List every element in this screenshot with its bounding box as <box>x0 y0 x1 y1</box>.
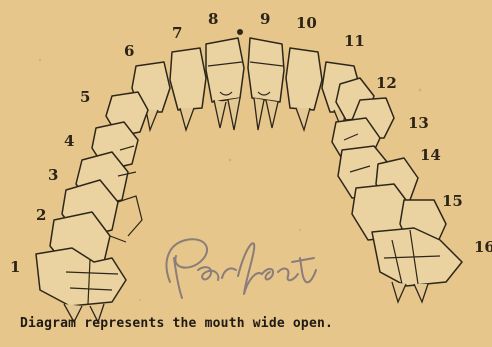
handwritten-perfect <box>167 239 316 298</box>
front-teeth <box>132 38 360 130</box>
tooth-number-15: 15 <box>442 192 463 210</box>
right-side-teeth <box>332 78 462 302</box>
tooth-number-5: 5 <box>80 88 90 106</box>
tooth-number-1: 1 <box>10 258 20 276</box>
tooth-number-12: 12 <box>376 74 397 92</box>
tooth-number-3: 3 <box>48 166 58 184</box>
tooth-number-13: 13 <box>408 114 429 132</box>
diagram-caption: Diagram represents the mouth wide open. <box>20 316 480 331</box>
tooth-number-2: 2 <box>36 206 46 224</box>
tooth-number-10: 10 <box>296 14 317 32</box>
tooth-number-6: 6 <box>124 42 134 60</box>
tooth-number-14: 14 <box>420 146 441 164</box>
left-side-teeth <box>36 92 148 322</box>
tooth-number-4: 4 <box>64 132 74 150</box>
tooth-number-7: 7 <box>172 24 182 42</box>
tooth-number-11: 11 <box>344 32 365 50</box>
tooth-number-9: 9 <box>260 10 270 28</box>
tooth-number-8: 8 <box>208 10 218 28</box>
tooth-number-16: 16 <box>474 238 492 256</box>
midline-dot <box>237 29 243 35</box>
